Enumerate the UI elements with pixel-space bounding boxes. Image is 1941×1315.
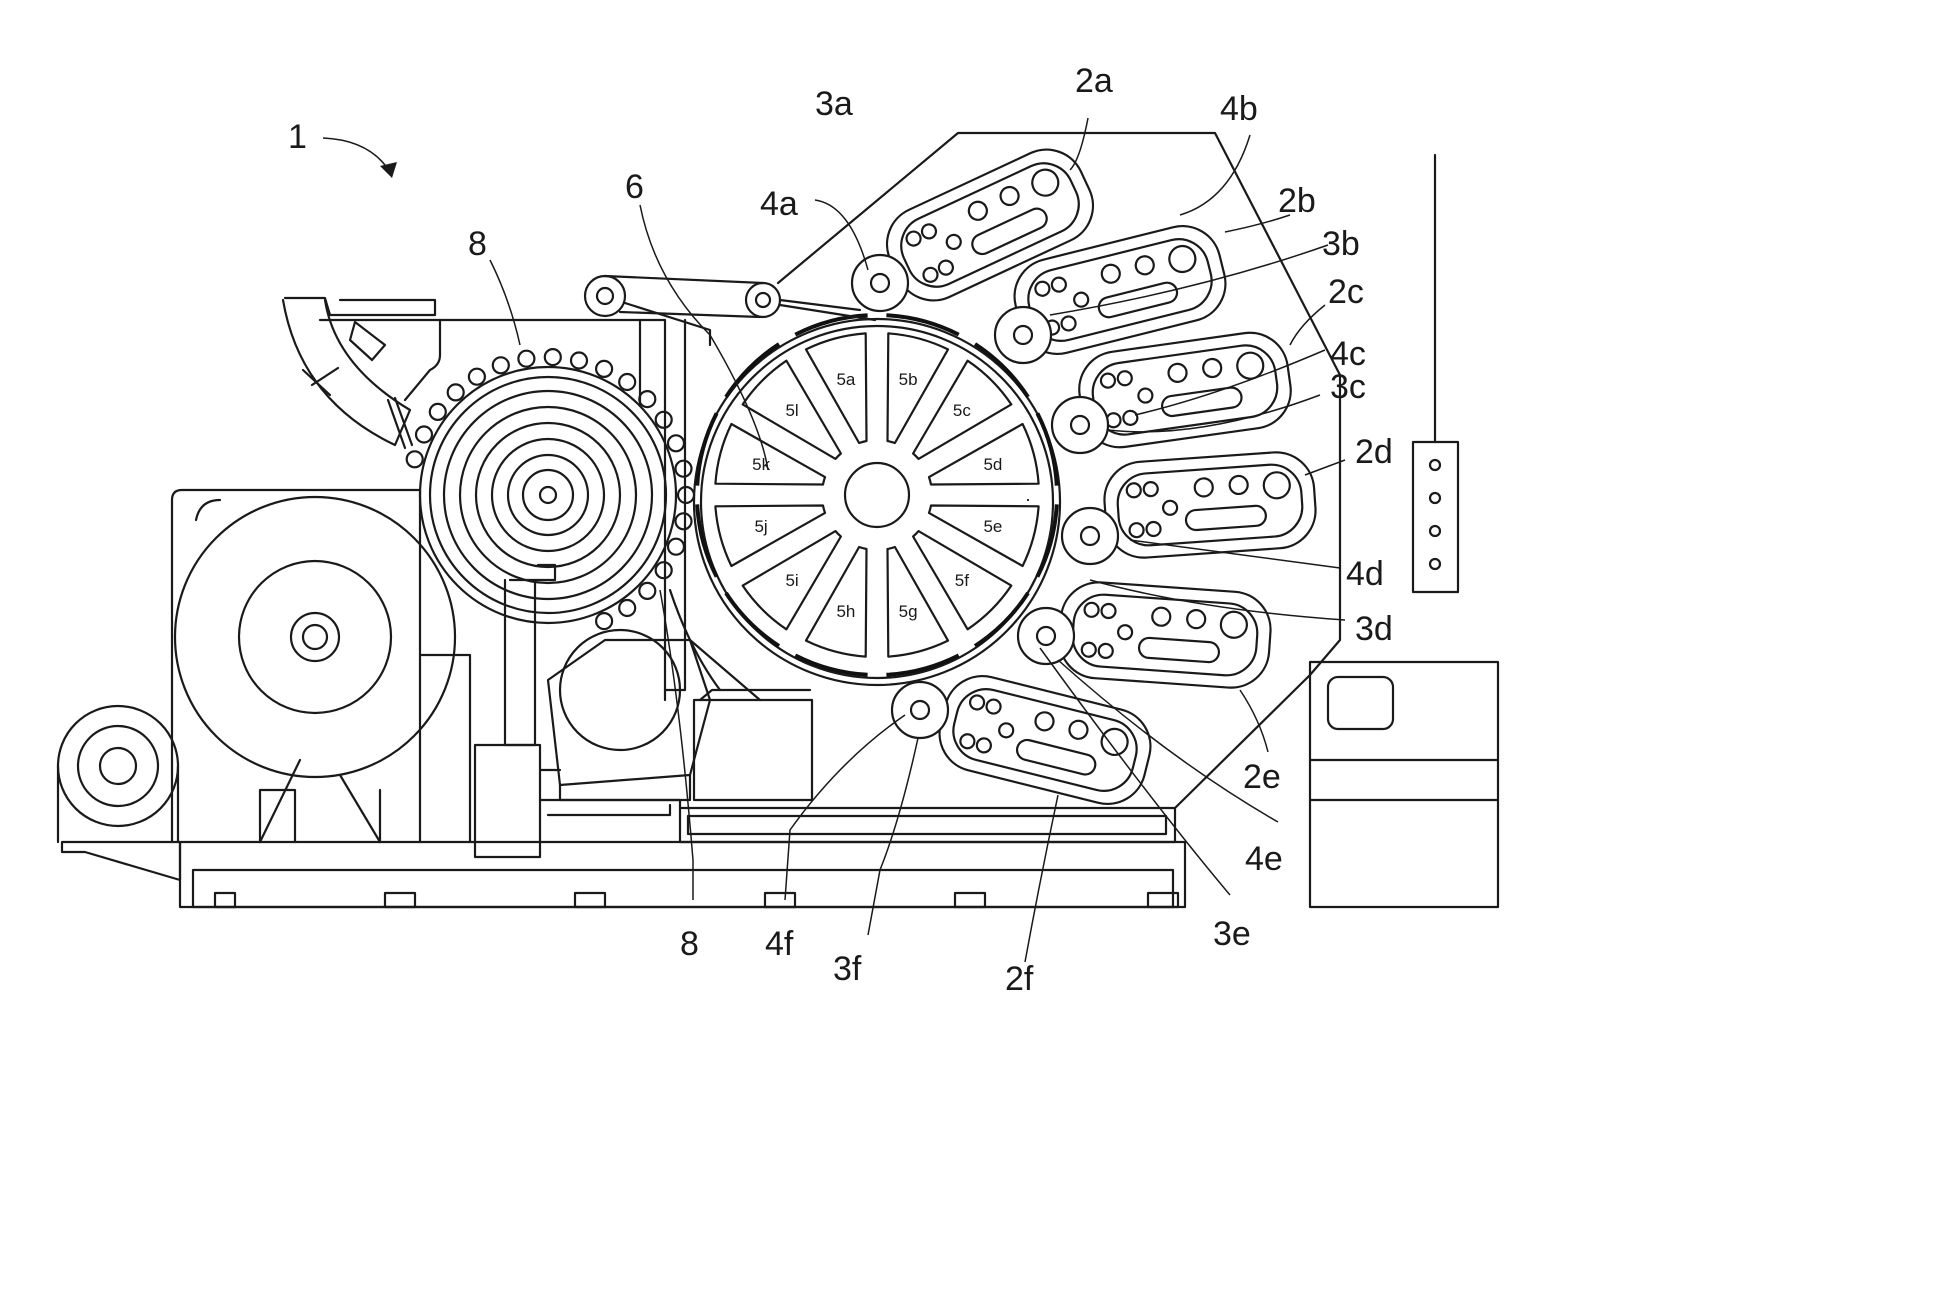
drum-tooth [619,374,635,390]
rotor-segment-labels: 5a 5b 5c 5d 5e 5f 5g 5h 5i 5j 5k 5l [752,370,1002,621]
carding-unit [932,668,1159,812]
label-1: 1 [288,118,307,156]
label-3a: 3a [815,85,853,123]
drum-tooth [407,451,423,467]
label-3d: 3d [1355,610,1393,648]
drum-tooth [639,391,655,407]
main-drive-housing [172,490,470,842]
rotor-slot [888,333,949,443]
rotor-rim-segment [726,593,779,646]
drum-tooth [448,384,464,400]
label-2c: 2c [1328,273,1364,311]
label-3e: 3e [1213,915,1251,953]
drum-tooth [656,562,672,578]
drum-tooth [416,427,432,443]
drum-tooth [676,513,692,529]
segment-label-5a: 5a [836,370,855,389]
patent-drawing: 5a 5b 5c 5d 5e 5f 5g 5h 5i 5j 5k 5l [0,0,1545,1035]
label-2d: 2d [1355,433,1393,471]
lower-housings [540,590,812,815]
label-3b: 3b [1322,225,1360,263]
arrow-head-1 [380,162,397,178]
segment-label-5k: 5k [752,455,770,474]
label-4c: 4c [1330,335,1366,373]
drum-tooth [596,361,612,377]
segment-label-5e: 5e [983,517,1002,536]
label-2b: 2b [1278,182,1316,220]
drum-tooth [518,351,534,367]
base-frame [62,808,1185,907]
machine-diagram: 5a 5b 5c 5d 5e 5f 5g 5h 5i 5j 5k 5l [0,0,1545,1035]
segment-label-5d: 5d [983,455,1002,474]
segment-label-5i: 5i [785,571,798,590]
rotor-rim-segment [697,413,716,485]
segment-label-5c: 5c [953,401,971,420]
label-3c: 3c [1330,368,1366,406]
label-4f: 4f [765,925,794,963]
segment-label-5h: 5h [836,602,855,621]
drum-tooth [571,353,587,369]
segment-label-5g: 5g [899,602,918,621]
motor-small [58,706,178,842]
label-4e: 4e [1245,840,1283,878]
drum-tooth [545,349,561,365]
drum-tooth [639,583,655,599]
segment-label-5j: 5j [754,517,767,536]
carding-unit [1102,450,1318,560]
drum-tooth [668,435,684,451]
drum-tooth [676,461,692,477]
label-4d: 4d [1346,555,1384,593]
segment-label-5f: 5f [955,571,969,590]
drum-tooth [619,600,635,616]
label-6: 6 [625,168,644,206]
label-4a: 4a [760,185,798,223]
label-2f: 2f [1005,960,1034,998]
drum-tooth [430,404,446,420]
drum-tooth [656,412,672,428]
drum-tooth [493,357,509,373]
rotor-slot [888,547,949,657]
belt-rollers [585,276,875,345]
label-2e: 2e [1243,758,1281,796]
drum-tooth [469,369,485,385]
carding-drum [407,349,694,629]
label-2a: 2a [1075,62,1113,100]
rotor: 5a 5b 5c 5d 5e 5f 5g 5h 5i 5j 5k 5l [694,315,1060,685]
segment-label-5l: 5l [785,401,798,420]
label-3f: 3f [833,950,862,988]
label-4b: 4b [1220,90,1258,128]
carding-unit [1057,580,1273,690]
segment-label-5b: 5b [899,370,918,389]
label-8-bottom: 8 [680,925,699,963]
rotor-spokes [715,333,1038,656]
rotor-slot [715,506,825,567]
drum-tooth [596,613,612,629]
control-panel [1310,155,1498,907]
drum-tooth [668,539,684,555]
rotor-slot [715,424,825,485]
label-8-top: 8 [468,225,487,263]
